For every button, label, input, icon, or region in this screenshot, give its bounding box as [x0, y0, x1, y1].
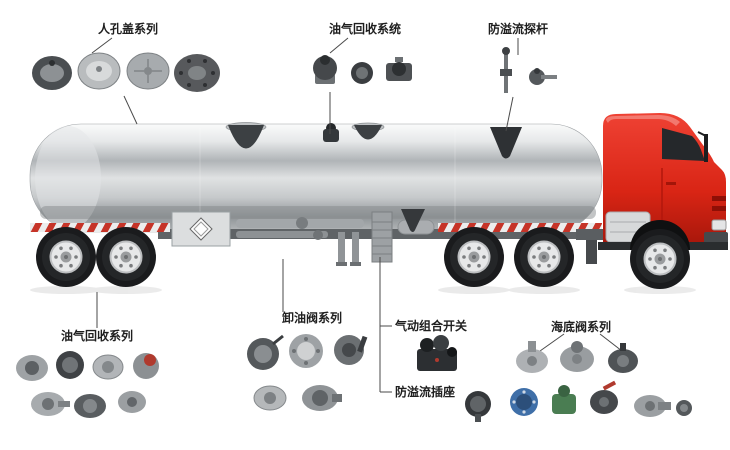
hose-reel — [371, 211, 393, 263]
mirror — [704, 134, 708, 162]
part-photo-adapter-red-cap — [133, 353, 159, 379]
label-bottom-valve-series: 海底阀系列 — [551, 319, 611, 334]
hazard-stripe-right — [438, 223, 602, 232]
landing-gear — [336, 232, 361, 266]
part-photo-bottom-valve-small — [676, 400, 692, 416]
hazard-placard — [189, 217, 213, 241]
vapor-valve-on-tank — [323, 123, 339, 142]
leader-line — [91, 37, 113, 54]
label-vapor-recovery-system: 油气回收系统 — [329, 21, 401, 36]
part-photo-probe-sensor — [529, 68, 557, 85]
door-handle — [666, 182, 676, 185]
part-photo-manhole-4 — [174, 54, 220, 92]
tank-trailer — [29, 122, 603, 233]
callout-pneumatic-switch: 气动组合开关 — [379, 257, 467, 392]
part-photo-vapor-valve-2 — [351, 62, 373, 84]
label-manhole-series: 人孔盖系列 — [98, 21, 158, 36]
part-photo-adapter-3 — [92, 354, 124, 380]
leader-line — [329, 37, 349, 54]
part-photo-manhole-1 — [32, 56, 72, 90]
callout-vapor-recovery-top: 油气回收系统 — [313, 21, 412, 134]
part-photo-vapor-valve-1 — [313, 55, 337, 84]
tank-lower-shade — [40, 206, 596, 219]
part-photo-bottom-valve-1 — [516, 341, 548, 373]
part-photo-overflow-socket — [465, 391, 491, 422]
emergency-valve-under-tank — [401, 209, 425, 232]
label-overflow-probe: 防溢流探杆 — [488, 21, 548, 36]
callout-vapor-recovery-bottom: 油气回收系列 — [16, 292, 159, 418]
tank-top-shadow-1 — [228, 125, 264, 149]
label-overflow-socket: 防溢流插座 — [395, 384, 455, 399]
grille-slot-1 — [712, 196, 726, 201]
grille-slot-2 — [712, 206, 726, 211]
wheel-trailer-3 — [443, 226, 505, 288]
callout-bottom-valve: 海底阀系列 — [510, 319, 692, 417]
headlight — [711, 219, 727, 231]
part-photo-coupling-3 — [118, 391, 146, 413]
part-photo-unload-valve-1 — [247, 334, 284, 370]
part-photo-bottom-valve-2 — [560, 341, 594, 372]
leader-line — [599, 333, 623, 352]
hazard-stripe-left — [30, 223, 170, 232]
part-photo-coupling-1 — [31, 392, 70, 416]
part-photo-coupling-2 — [74, 394, 106, 418]
wheel-trailer-4 — [513, 226, 575, 288]
part-photo-vapor-valve-3 — [386, 57, 412, 81]
part-photo-unload-valve-5 — [302, 385, 342, 411]
leader-line — [505, 96, 514, 132]
label-vapor-recovery-series: 油气回收系列 — [61, 328, 133, 343]
part-photo-unload-valve-2 — [289, 334, 323, 368]
part-photo-adapter-2 — [56, 351, 84, 379]
part-photo-unload-valve-4 — [253, 385, 287, 411]
toolbox — [171, 211, 231, 247]
part-photo-bottom-valve-elbow — [634, 395, 671, 417]
wheel-truck — [629, 228, 691, 290]
wheel-trailer-1 — [35, 226, 97, 288]
callout-overflow-probe: 防溢流探杆 — [488, 21, 557, 132]
cab-roof-glare — [606, 115, 680, 126]
windshield — [662, 128, 705, 161]
part-photo-manhole-2 — [77, 52, 121, 90]
overflow-sensor-funnel — [490, 127, 522, 159]
part-photo-pneumatic-switch — [417, 335, 457, 371]
part-photo-bottom-valve-green — [552, 385, 576, 414]
leader-line — [123, 95, 138, 125]
part-photo-probe-rod — [500, 47, 512, 93]
mudflap — [586, 240, 597, 264]
piping — [236, 217, 364, 240]
part-photo-manhole-3 — [126, 52, 170, 90]
part-photo-unload-valve-3 — [334, 335, 368, 365]
label-pneumatic-switch: 气动组合开关 — [394, 318, 467, 333]
part-photo-adapter-1 — [16, 355, 48, 381]
wheel-trailer-2 — [95, 226, 157, 288]
part-photo-bottom-valve-red-handle — [590, 380, 618, 414]
part-photo-bottom-valve-blue-flange — [510, 388, 538, 416]
callout-unloading-valve: 卸油阀系列 — [247, 259, 368, 411]
ground-shadows — [30, 286, 696, 294]
tank-top-shadow-2 — [354, 125, 382, 140]
part-photo-bottom-valve-3 — [608, 343, 638, 373]
callout-overflow-socket: 防溢流插座 — [380, 384, 491, 422]
leader-line — [539, 333, 565, 352]
tank-end-cap — [35, 126, 101, 230]
callout-manhole: 人孔盖系列 — [32, 21, 220, 125]
label-unloading-valve-series: 卸油阀系列 — [282, 310, 342, 325]
